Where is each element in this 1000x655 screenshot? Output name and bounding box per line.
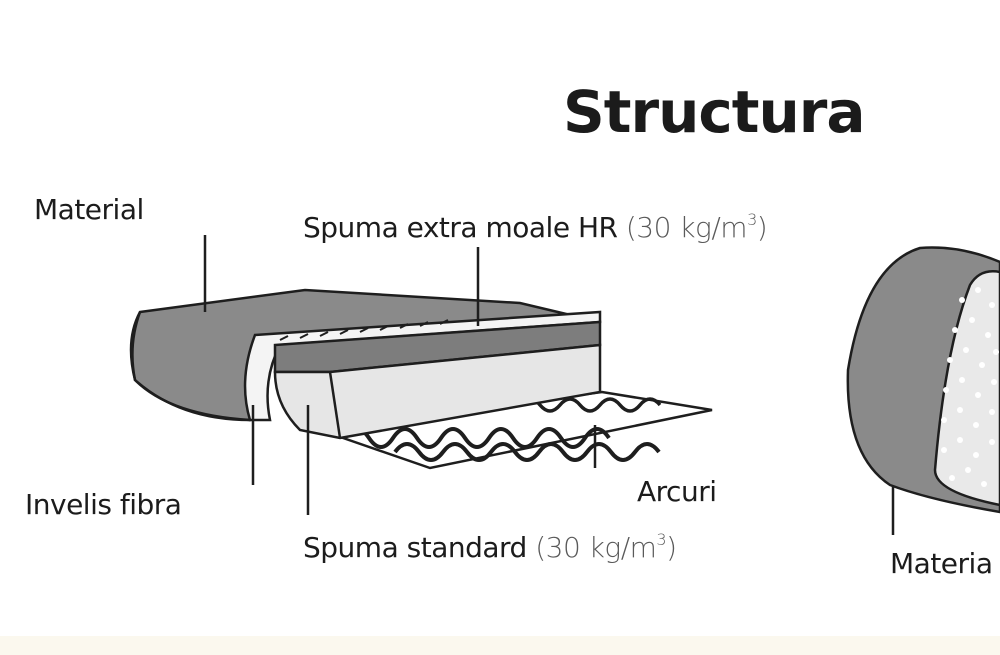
spuma-hr-name: Spuma extra moale HR bbox=[303, 211, 618, 244]
label-spuma-extra-moale: Spuma extra moale HR (30 kg/m3) bbox=[303, 210, 768, 244]
footer-band bbox=[0, 636, 1000, 655]
label-material-right: Materia bbox=[890, 547, 993, 580]
spuma-hr-density: (30 kg/m3) bbox=[625, 210, 768, 244]
spuma-std-name: Spuma standard bbox=[303, 531, 527, 564]
label-material: Material bbox=[34, 193, 144, 226]
foam-standard-layer bbox=[273, 343, 602, 440]
label-invelis-fibra: Invelis fibra bbox=[25, 488, 182, 521]
leader-lines bbox=[203, 235, 895, 535]
material-roll-right bbox=[846, 246, 1000, 514]
label-arcuri: Arcuri bbox=[637, 475, 717, 508]
page-title: Structura bbox=[563, 78, 866, 146]
label-spuma-standard: Spuma standard (30 kg/m3) bbox=[303, 530, 677, 564]
spuma-std-density: (30 kg/m3) bbox=[535, 530, 677, 564]
